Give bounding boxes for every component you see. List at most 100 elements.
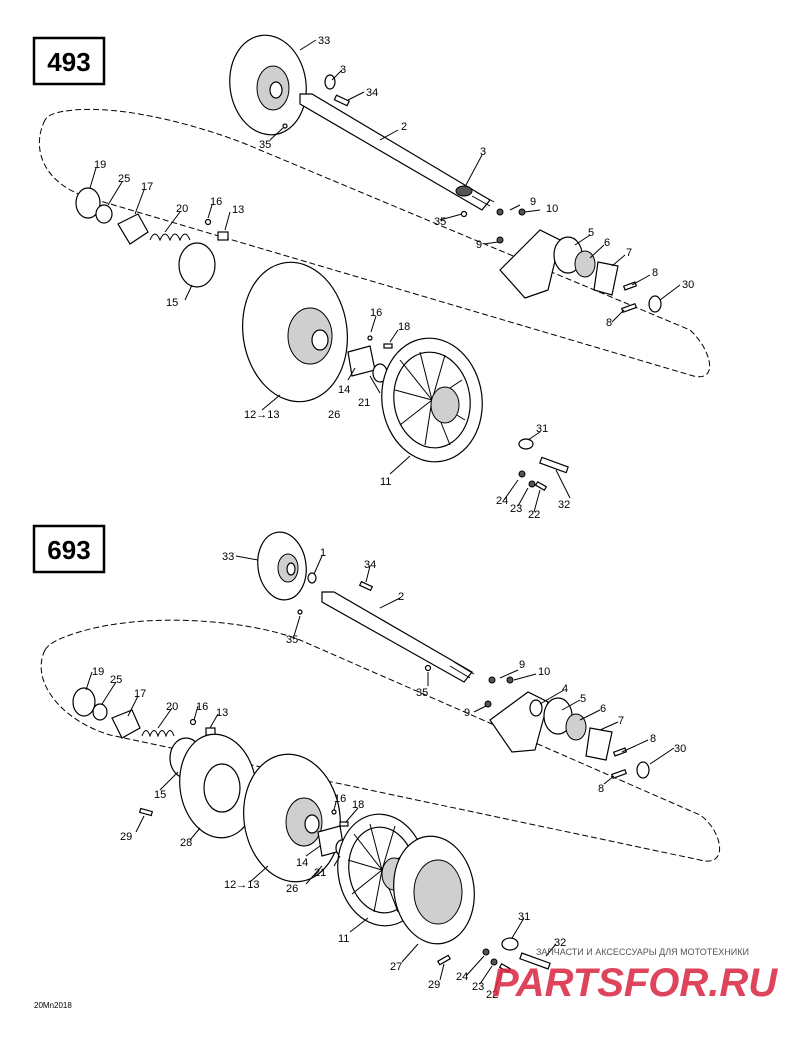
nut-23-b: [490, 958, 498, 966]
callout-a-5: 3: [480, 146, 486, 158]
washer-31-b: [501, 937, 519, 951]
nut-23-a: [528, 480, 536, 488]
callout-b-30: 21: [314, 867, 326, 879]
callout-b-13: 13: [216, 707, 228, 719]
washer-31-a: [518, 438, 534, 450]
callout-b-5: 9: [519, 659, 525, 671]
fixed-sheave-bore-b: [286, 562, 296, 576]
callout-b-27: 14: [296, 857, 308, 869]
callout-a-19: 8: [652, 267, 658, 279]
callout-a-31: 24: [496, 495, 508, 507]
bearing-6-a: [574, 250, 596, 278]
movable-sheave-bore-b: [304, 814, 320, 834]
model-box-a: [32, 36, 106, 86]
callout-a-2: 34: [366, 87, 378, 99]
pin-18-b: [339, 821, 349, 827]
flange-7-a: [593, 261, 619, 296]
callout-b-22: 15: [154, 789, 166, 801]
nut-24-b: [482, 948, 490, 956]
watermark-brand: PARTSFOR.RU: [492, 961, 778, 1005]
callout-a-34: 32: [558, 499, 570, 511]
key-34-a: [333, 94, 350, 107]
callout-b-19: 8: [650, 733, 656, 745]
nut-9b-a: [518, 208, 526, 216]
nut-9b-b: [506, 676, 514, 684]
bolt-8-b: [612, 747, 628, 757]
callout-b-21: 8: [598, 783, 604, 795]
pin-18-a: [383, 343, 393, 349]
fixed-sheave-bore-a: [269, 81, 283, 99]
nut-9-b: [488, 676, 496, 684]
leader-lines-a: [89, 39, 681, 513]
washer-25-a: [95, 204, 113, 224]
callout-b-15: 4: [562, 683, 568, 695]
callout-b-3: 35: [286, 634, 298, 646]
belt-outline-a: [38, 108, 710, 378]
callout-b-16: 5: [580, 693, 586, 705]
callout-a-30: 31: [536, 423, 548, 435]
screw-16b-a: [367, 335, 373, 341]
screw-29-b: [138, 807, 154, 817]
ring-15-a: [178, 242, 216, 288]
circlip-30-b: [636, 761, 650, 779]
callout-a-27: 26: [328, 409, 340, 421]
bolt-32-b: [519, 952, 551, 970]
bushing-14-a: [347, 345, 376, 377]
nut-9-a: [496, 208, 504, 216]
bolt-32-a: [539, 456, 569, 474]
callout-a-23: 16: [370, 307, 382, 319]
callout-b-0: 33: [222, 551, 234, 563]
drive-shaft-a: [299, 93, 491, 211]
callout-b-9: 25: [110, 674, 122, 686]
circlip-30-a: [648, 295, 662, 313]
watermark-subtitle: ЗАПЧАСТИ И АКСЕССУАРЫ ДЛЯ МОТОТЕХНИКИ: [536, 947, 749, 957]
shaft-ring-a: [455, 185, 473, 197]
bolt-8b-b: [610, 768, 628, 780]
callout-b-10: 17: [134, 688, 146, 700]
callout-b-32: 31: [518, 911, 530, 923]
callout-b-35: 29: [428, 979, 440, 991]
circlip-19-b: [72, 687, 96, 717]
belt-outline-b: [40, 619, 720, 862]
nut-9c-b: [484, 700, 492, 708]
callout-a-6: 19: [94, 159, 106, 171]
circlip-19-a: [75, 187, 101, 219]
screw-16-a: [204, 218, 212, 226]
callout-a-1: 3: [340, 64, 346, 76]
callout-a-15: 9: [476, 239, 482, 251]
screw-35b-a: [460, 210, 468, 218]
callout-a-33: 22: [528, 509, 540, 521]
callout-b-11: 20: [166, 701, 178, 713]
callout-b-2: 34: [364, 559, 376, 571]
screw-16b-b: [331, 809, 337, 815]
callout-a-13: 9: [530, 196, 536, 208]
nut-9c-a: [496, 236, 504, 244]
callout-a-17: 6: [604, 237, 610, 249]
callout-a-3: 35: [259, 139, 271, 151]
ring-4-b: [529, 699, 543, 717]
callout-a-16: 5: [588, 227, 594, 239]
spring-20-a: [149, 233, 191, 242]
flange-7-b: [585, 727, 613, 761]
outer-cover-dish-b: [413, 859, 463, 925]
cam-17-a: [117, 213, 149, 245]
cover-plate-hole-b: [203, 763, 241, 813]
callout-a-8: 17: [141, 181, 153, 193]
callout-a-28: 21: [358, 397, 370, 409]
callout-b-8: 19: [92, 666, 104, 678]
key-34-b: [358, 580, 374, 592]
callout-b-12: 16: [196, 701, 208, 713]
callout-a-10: 16: [210, 196, 222, 208]
callout-a-9: 20: [176, 203, 188, 215]
nut-24-a: [518, 470, 526, 478]
callout-b-29: 26: [286, 883, 298, 895]
callout-a-22: 15: [166, 297, 178, 309]
callout-b-25: 16: [334, 793, 346, 805]
callout-a-24: 18: [398, 321, 410, 333]
screw-35-b: [297, 609, 303, 615]
callout-b-18: 7: [618, 715, 624, 727]
bolt-8b-a: [620, 302, 638, 314]
shaft-spline-a: [471, 191, 495, 207]
callout-a-32: 23: [510, 503, 522, 515]
screw-35-a: [282, 123, 288, 129]
